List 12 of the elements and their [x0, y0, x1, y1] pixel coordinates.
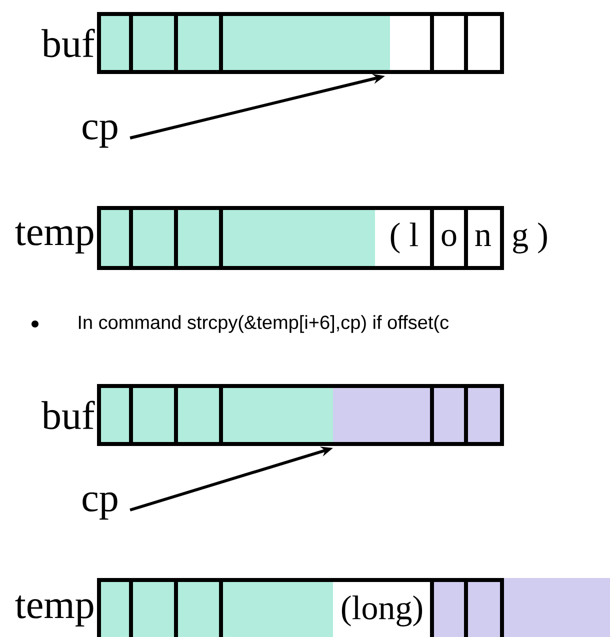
- pointer-label: cp: [82, 120, 118, 148]
- node-label: buf: [41, 400, 95, 430]
- array-box: buf: [41, 12, 504, 74]
- node-label: temp: [15, 222, 94, 254]
- array-box: buf: [41, 384, 504, 446]
- array-box: temp (long): [15, 578, 610, 637]
- array-box: temp ( l o n g ): [15, 206, 547, 270]
- node-label: temp: [15, 595, 94, 627]
- pointer-label: cp: [82, 492, 118, 520]
- node-label: buf: [41, 28, 95, 58]
- bullet-text: In command strcpy(&temp[i+6],cp) if offset(c: [78, 315, 449, 333]
- node-label: g ): [513, 222, 547, 254]
